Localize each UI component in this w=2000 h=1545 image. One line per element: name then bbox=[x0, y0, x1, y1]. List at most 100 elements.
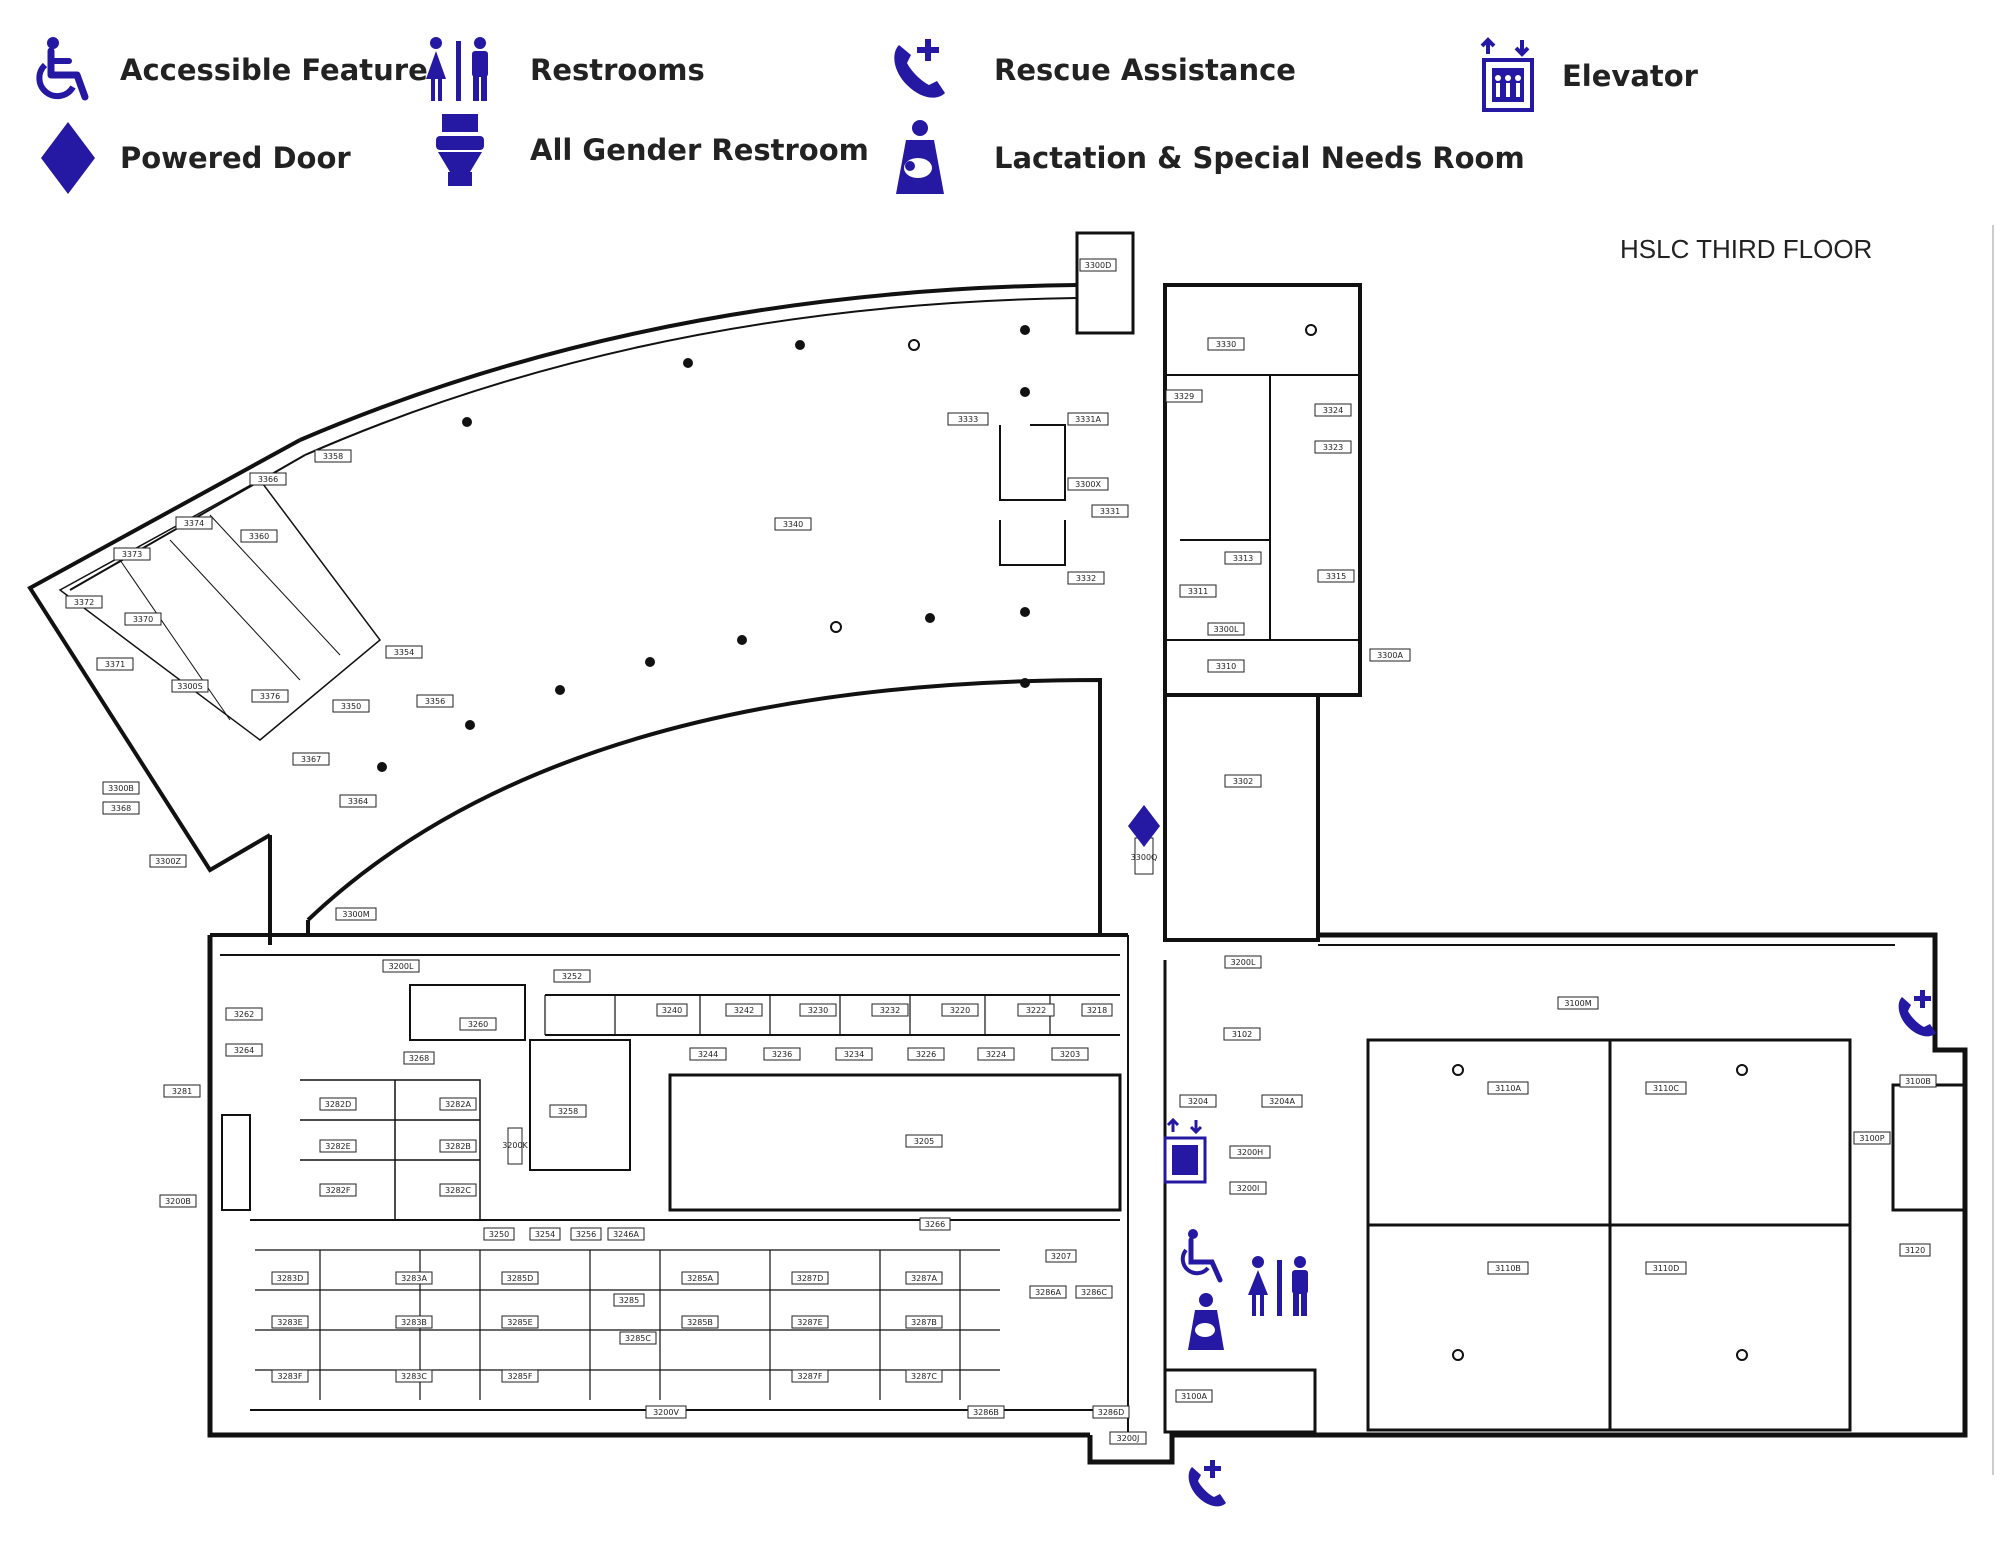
svg-text:3240: 3240 bbox=[662, 1006, 682, 1015]
svg-text:3200B: 3200B bbox=[165, 1197, 191, 1206]
room-label: 3283D bbox=[271, 1271, 309, 1285]
svg-text:3282A: 3282A bbox=[445, 1100, 471, 1109]
room-label: 3333 bbox=[947, 412, 989, 426]
svg-text:3285: 3285 bbox=[619, 1296, 639, 1305]
room-label: 3360 bbox=[240, 529, 278, 543]
svg-text:3358: 3358 bbox=[323, 452, 343, 461]
svg-text:3203: 3203 bbox=[1060, 1050, 1080, 1059]
powered-door-icon bbox=[28, 118, 108, 198]
svg-text:3230: 3230 bbox=[808, 1006, 828, 1015]
room-label: 3370 bbox=[124, 612, 162, 626]
svg-text:3264: 3264 bbox=[234, 1046, 254, 1055]
room-label: 3300M bbox=[335, 907, 377, 921]
powered-door-marker bbox=[1128, 805, 1160, 847]
legend-restrooms-label: Restrooms bbox=[530, 53, 705, 87]
svg-text:3254: 3254 bbox=[535, 1230, 555, 1239]
svg-text:3366: 3366 bbox=[258, 475, 278, 484]
room-label: 3315 bbox=[1317, 569, 1355, 583]
svg-text:3374: 3374 bbox=[184, 519, 204, 528]
room-label: 3200B bbox=[159, 1194, 197, 1208]
svg-text:3200V: 3200V bbox=[653, 1408, 679, 1417]
room-label: 3232 bbox=[871, 1003, 909, 1017]
room-label: 3287E bbox=[791, 1315, 829, 1329]
room-label: 3283C bbox=[395, 1369, 433, 1383]
legend-powered-door: Powered Door bbox=[28, 118, 351, 198]
room-label: 3372 bbox=[65, 595, 103, 609]
svg-text:3110C: 3110C bbox=[1653, 1084, 1679, 1093]
room-label: 3254 bbox=[529, 1227, 561, 1241]
room-label: 3283F bbox=[271, 1369, 309, 1383]
svg-text:3222: 3222 bbox=[1026, 1006, 1046, 1015]
legend-lactation-label: Lactation & Special Needs Room bbox=[994, 141, 1525, 175]
room-label: 3356 bbox=[416, 694, 454, 708]
svg-text:3350: 3350 bbox=[341, 702, 361, 711]
svg-text:3283F: 3283F bbox=[278, 1372, 303, 1381]
room-label: 3100B bbox=[1899, 1074, 1937, 1088]
room-label: 3366 bbox=[249, 472, 287, 486]
room-label: 3364 bbox=[339, 794, 377, 808]
floor-title: HSLC THIRD FLOOR bbox=[1620, 234, 1873, 264]
room-label: 3285A bbox=[681, 1271, 719, 1285]
room-label: 3256 bbox=[570, 1227, 602, 1241]
room-label: 3203 bbox=[1051, 1047, 1089, 1061]
room-label: 3283B bbox=[395, 1315, 433, 1329]
svg-text:3100M: 3100M bbox=[1564, 999, 1591, 1008]
svg-text:3367: 3367 bbox=[301, 755, 321, 764]
svg-text:3324: 3324 bbox=[1323, 406, 1343, 415]
svg-text:3287A: 3287A bbox=[911, 1274, 937, 1283]
svg-text:3282D: 3282D bbox=[325, 1100, 352, 1109]
svg-text:3200K: 3200K bbox=[502, 1141, 528, 1150]
legend-elevator-label: Elevator bbox=[1562, 59, 1698, 93]
svg-text:3315: 3315 bbox=[1326, 572, 1346, 581]
svg-text:3330: 3330 bbox=[1216, 340, 1236, 349]
svg-text:3246A: 3246A bbox=[613, 1230, 639, 1239]
svg-text:3300Z: 3300Z bbox=[155, 857, 181, 866]
room-label: 3285E bbox=[501, 1315, 539, 1329]
svg-text:3286C: 3286C bbox=[1081, 1288, 1107, 1297]
legend-lactation: Lactation & Special Needs Room bbox=[880, 118, 1525, 198]
svg-text:3100P: 3100P bbox=[1859, 1134, 1884, 1143]
svg-text:3205: 3205 bbox=[914, 1137, 934, 1146]
room-label: 3287D bbox=[791, 1271, 829, 1285]
svg-text:3220: 3220 bbox=[950, 1006, 970, 1015]
room-label: 3282D bbox=[319, 1097, 357, 1111]
rescue-marker-icon bbox=[1188, 1460, 1226, 1507]
room-label: 3200K bbox=[502, 1127, 529, 1165]
room-label: 3300X bbox=[1067, 477, 1109, 491]
room-label: 3205 bbox=[905, 1134, 943, 1148]
room-label: 3120 bbox=[1899, 1243, 1931, 1257]
room-label: 3100A bbox=[1175, 1389, 1213, 1403]
room-label: 3283A bbox=[395, 1271, 433, 1285]
legend-powered-door-label: Powered Door bbox=[120, 141, 351, 175]
svg-text:3285D: 3285D bbox=[507, 1274, 534, 1283]
svg-text:3340: 3340 bbox=[783, 520, 803, 529]
room-label: 3329 bbox=[1165, 389, 1203, 403]
room-label: 3282B bbox=[439, 1139, 477, 1153]
svg-text:3102: 3102 bbox=[1232, 1030, 1252, 1039]
room-label: 3313 bbox=[1224, 551, 1262, 565]
svg-text:3250: 3250 bbox=[489, 1230, 509, 1239]
svg-text:3207: 3207 bbox=[1051, 1252, 1071, 1261]
svg-text:3236: 3236 bbox=[772, 1050, 792, 1059]
room-label: 3200H bbox=[1229, 1145, 1271, 1159]
svg-text:3300D: 3300D bbox=[1085, 261, 1112, 270]
svg-text:3285C: 3285C bbox=[625, 1334, 651, 1343]
svg-text:3300L: 3300L bbox=[1214, 625, 1239, 634]
room-label: 3368 bbox=[102, 801, 140, 815]
svg-text:3331A: 3331A bbox=[1075, 415, 1101, 424]
svg-text:3282C: 3282C bbox=[445, 1186, 471, 1195]
svg-text:3373: 3373 bbox=[122, 550, 142, 559]
legend-elevator: Elevator bbox=[1468, 36, 1698, 116]
svg-text:3286B: 3286B bbox=[973, 1408, 999, 1417]
room-label: 3110B bbox=[1487, 1261, 1529, 1275]
lactation-icon bbox=[880, 118, 960, 198]
svg-text:3252: 3252 bbox=[562, 972, 582, 981]
svg-text:3282B: 3282B bbox=[445, 1142, 471, 1151]
toilet-icon bbox=[420, 110, 500, 190]
rescue-marker-icon bbox=[1898, 990, 1936, 1037]
elevator-marker-icon bbox=[1163, 1117, 1207, 1184]
svg-text:3300A: 3300A bbox=[1377, 651, 1403, 660]
room-label: 3358 bbox=[314, 449, 352, 463]
room-label: 3367 bbox=[292, 752, 330, 766]
room-label: 3287F bbox=[791, 1369, 829, 1383]
